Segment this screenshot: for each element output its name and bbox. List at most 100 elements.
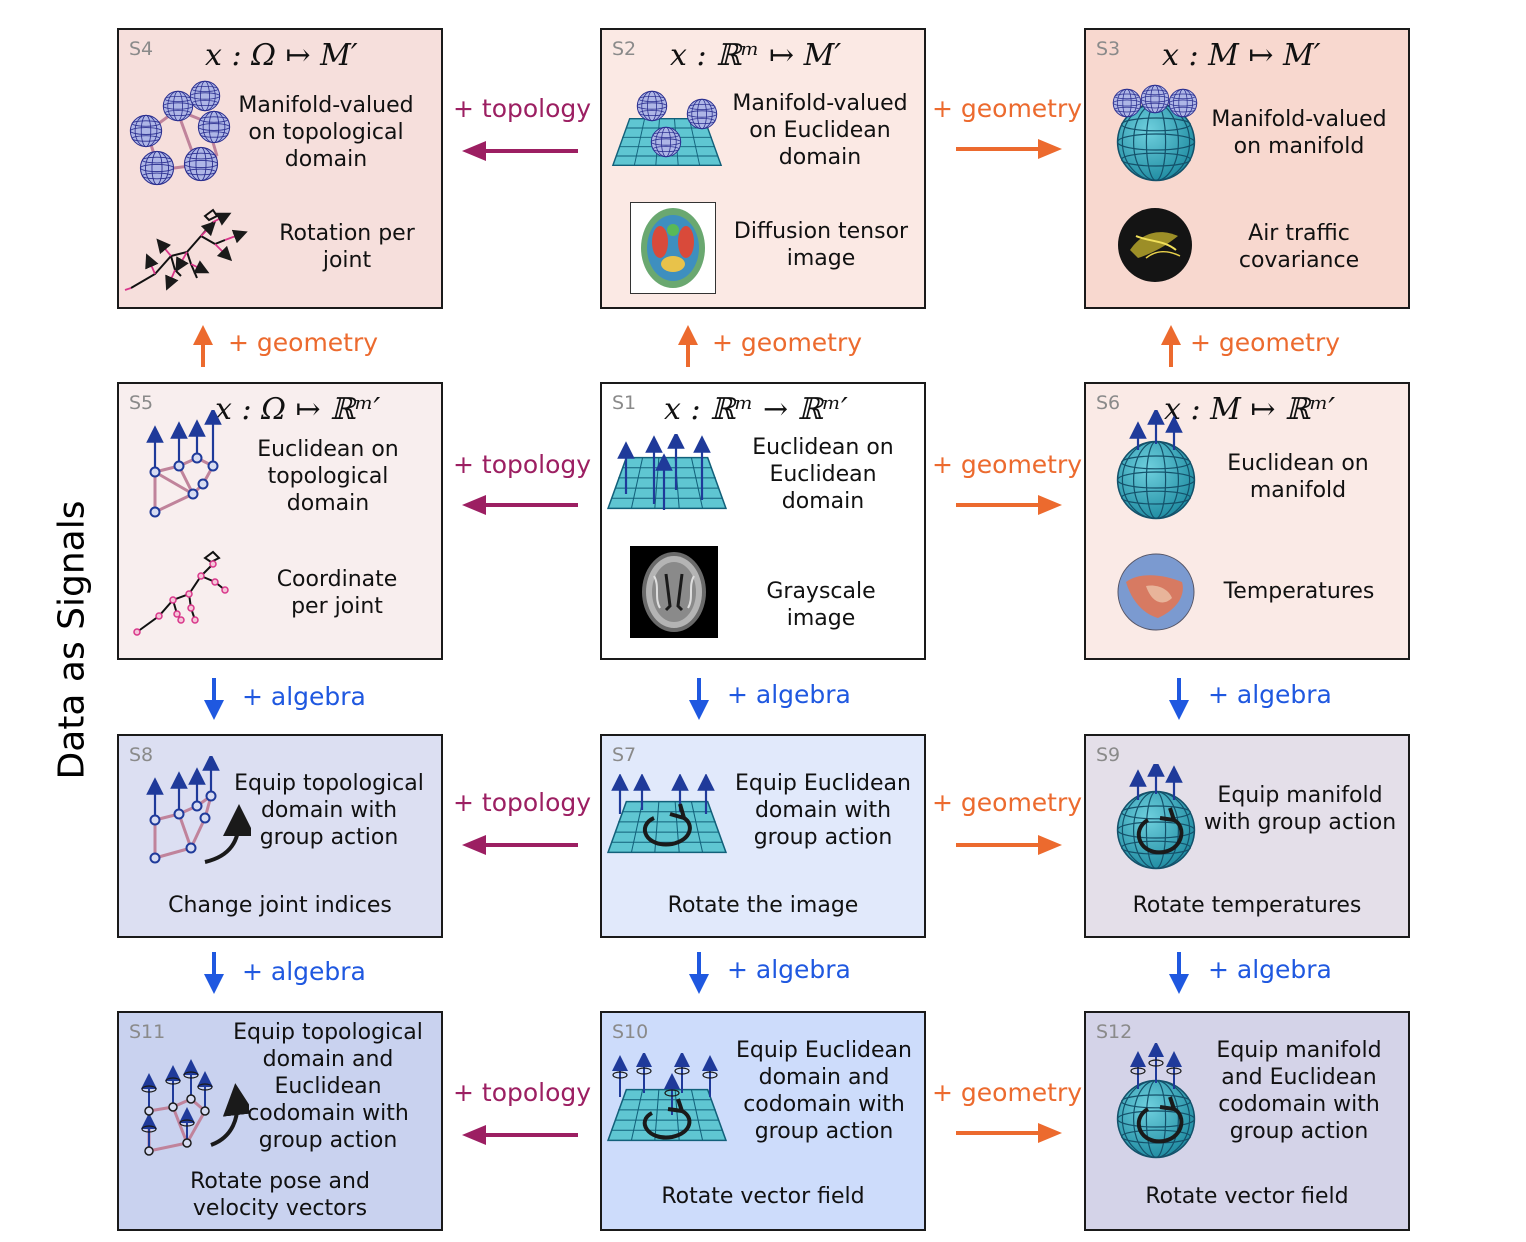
formula: x : M ↦ ℝᵐ′ — [1164, 392, 1336, 427]
card-example: Rotation per joint — [279, 221, 415, 273]
card-description: Euclidean on topological domain — [257, 437, 399, 516]
graph-group-action-illustration — [146, 756, 251, 864]
algebra-label: + algebra — [242, 682, 366, 711]
geometry-up-arrow — [1161, 325, 1181, 367]
topology-arrow — [462, 1125, 578, 1145]
topology-arrow — [462, 835, 578, 855]
algebra-down-arrow — [204, 678, 224, 720]
card-s7: S7 Equip Euclidean domain with group act… — [600, 734, 926, 938]
card-id: S4 — [129, 38, 154, 60]
card-s12: S12 Equip manifold and Euclidean codomai… — [1084, 1011, 1410, 1231]
card-description: Manifold-valued on topological domain — [238, 93, 414, 172]
algebra-label: + algebra — [727, 680, 851, 709]
skeleton-rotation-illustration — [124, 208, 248, 291]
card-example: Air traffic covariance — [1238, 221, 1360, 273]
card-id: S1 — [612, 392, 637, 414]
algebra-label: + algebra — [242, 957, 366, 986]
manifold-on-grid-illustration — [612, 90, 722, 167]
card-id: S9 — [1096, 744, 1121, 766]
card-description: Equip manifold and Euclidean codomain wi… — [1216, 1038, 1382, 1144]
formula: x : ℝᵐ ↦ M′ — [670, 38, 842, 73]
card-s4: S4 x : Ω ↦ M′ Manifold-valued on topolog… — [117, 28, 443, 309]
card-id: S3 — [1096, 38, 1121, 60]
graph-vectors-group-action-illustration — [141, 1059, 249, 1156]
card-s3: S3 x : M ↦ M′ Manifold-valued on manifol… — [1084, 28, 1410, 309]
sphere-vectors-group-action-illustration — [1116, 1043, 1196, 1159]
card-description: Equip manifold with group action — [1203, 783, 1397, 835]
card-s11: S11 — [117, 1011, 443, 1231]
card-description: Manifold-valued on Euclidean domain — [732, 91, 908, 170]
card-s1: S1 x : ℝᵐ → ℝᵐ′ Euclidean on Euclidean d… — [600, 382, 926, 660]
graph-vectors-illustration — [146, 410, 222, 518]
geometry-up-arrow — [678, 325, 698, 367]
grid-group-action-illustration — [607, 774, 727, 854]
algebra-label: + algebra — [727, 955, 851, 984]
dti-brain-image — [630, 202, 716, 294]
topology-arrow — [462, 495, 578, 515]
manifold-on-sphere-illustration — [1112, 84, 1198, 182]
card-id: S2 — [612, 38, 637, 60]
card-id: S7 — [612, 744, 637, 766]
card-description: Euclidean on Euclidean domain — [752, 435, 894, 514]
sphere-vectors-illustration — [1116, 410, 1196, 520]
formula: x : ℝᵐ → ℝᵐ′ — [664, 392, 848, 427]
card-id: S5 — [129, 392, 154, 414]
card-description: Equip topological domain with group acti… — [234, 771, 424, 850]
algebra-down-arrow — [1169, 952, 1189, 994]
geometry-label: + geometry — [932, 450, 1083, 479]
algebra-label: + algebra — [1208, 955, 1332, 984]
card-example: Change joint indices — [168, 893, 392, 918]
sphere-group-action-illustration — [1116, 764, 1196, 870]
algebra-down-arrow — [1169, 678, 1189, 720]
geometry-label: + geometry — [1190, 328, 1341, 357]
geometry-arrow — [956, 1123, 1062, 1143]
grid-vectors-illustration — [607, 434, 727, 510]
air-traffic-globe-image — [1118, 208, 1192, 282]
temperature-globe-image — [1117, 553, 1195, 631]
skeleton-coordinates-illustration — [133, 550, 229, 636]
card-id: S11 — [129, 1021, 166, 1043]
geometry-arrow — [956, 139, 1062, 159]
geometry-label: + geometry — [932, 94, 1083, 123]
topology-label: + topology — [453, 1078, 592, 1107]
algebra-down-arrow — [689, 678, 709, 720]
geometry-arrow — [956, 835, 1062, 855]
formula: x : Ω ↦ M′ — [205, 38, 358, 73]
card-description: Manifold-valued on manifold — [1211, 107, 1387, 159]
topology-label: + topology — [453, 450, 592, 479]
formula: x : Ω ↦ ℝᵐ′ — [215, 392, 381, 427]
card-s5: S5 x : Ω ↦ ℝᵐ′ Euclidea — [117, 382, 443, 660]
geometry-up-arrow — [193, 325, 213, 367]
card-id: S10 — [612, 1021, 649, 1043]
card-example: Coordinate per joint — [276, 567, 398, 619]
card-example: Rotate temperatures — [1132, 893, 1362, 918]
grid-vectors-group-action-illustration — [607, 1053, 727, 1142]
card-s10: S10 Equip Euclidean domain and codomain … — [600, 1011, 926, 1231]
algebra-label: + algebra — [1208, 680, 1332, 709]
card-id: S6 — [1096, 392, 1121, 414]
card-example: Rotate vector field — [661, 1184, 865, 1209]
card-example: Temperatures — [1223, 579, 1375, 604]
topology-arrow — [462, 141, 578, 161]
card-example: Grayscale image — [766, 579, 876, 631]
card-s6: S6 x : M ↦ ℝᵐ′ Euclidean on manifold Tem… — [1084, 382, 1410, 660]
geometry-label: + geometry — [712, 328, 863, 357]
geometry-label: + geometry — [228, 328, 379, 357]
card-description: Equip topological domain and Euclidean c… — [233, 1020, 423, 1153]
side-title: Data as Signals — [51, 500, 93, 780]
card-s9: S9 Equip manifold with group action Rota… — [1084, 734, 1410, 938]
topology-label: + topology — [453, 94, 592, 123]
card-example: Rotate the image — [667, 893, 859, 918]
grayscale-brain-image — [630, 546, 718, 638]
card-s8: S8 Equip topological domain w — [117, 734, 443, 938]
formula: x : M ↦ M′ — [1162, 38, 1321, 73]
geometry-arrow — [956, 495, 1062, 515]
geometry-label: + geometry — [932, 788, 1083, 817]
card-example: Diffusion tensor image — [733, 219, 909, 271]
geometry-label: + geometry — [932, 1078, 1083, 1107]
card-example: Rotate vector field — [1145, 1184, 1349, 1209]
card-description: Equip Euclidean domain with group action — [735, 771, 911, 850]
card-id: S8 — [129, 744, 154, 766]
algebra-down-arrow — [204, 952, 224, 994]
card-s2: S2 x : ℝᵐ ↦ M′ Manifold-valued on Euclid… — [600, 28, 926, 309]
